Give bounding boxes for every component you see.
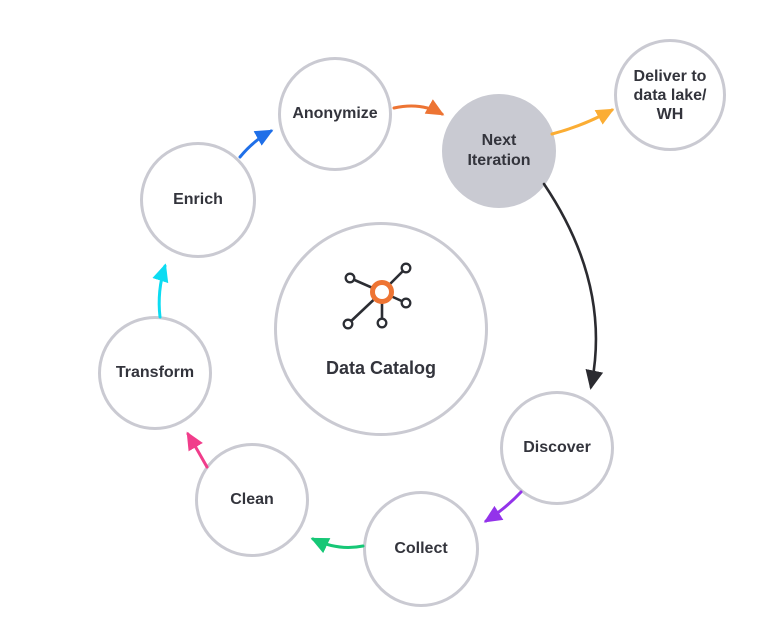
node-transform: Transform <box>98 316 212 430</box>
node-clean: Clean <box>195 443 309 557</box>
arrow-enrich-to-anonymize <box>238 129 274 159</box>
node-collect: Collect <box>363 491 479 607</box>
arrow-next-iteration-to-deliver <box>550 108 615 136</box>
node-discover: Discover <box>500 391 614 505</box>
node-deliver-label: Deliver to data lake/ WH <box>633 67 707 123</box>
node-next-iteration: Next Iteration <box>442 94 556 208</box>
arrow-clean-to-transform <box>186 431 209 469</box>
node-next-iteration-label: Next Iteration <box>467 132 531 169</box>
node-collect-label: Collect <box>394 540 448 557</box>
node-deliver-to-data-lake-wh: Deliver to data lake/ WH <box>614 39 726 151</box>
data-catalog-label: Data Catalog <box>325 358 437 378</box>
node-transform-label: Transform <box>115 364 195 381</box>
node-discover-label: Discover <box>523 439 591 456</box>
arrow-anonymize-to-next-iteration <box>392 99 445 116</box>
node-anonymize: Anonymize <box>278 57 392 171</box>
node-enrich-label: Enrich <box>173 191 223 208</box>
node-clean-label: Clean <box>230 491 274 508</box>
arrow-transform-to-enrich <box>152 263 169 319</box>
node-enrich: Enrich <box>140 142 256 258</box>
arrow-next-iteration-to-discover <box>542 182 604 390</box>
arrow-collect-to-clean <box>310 537 365 554</box>
node-data-catalog: Data Catalog <box>274 222 488 436</box>
arrow-discover-to-collect <box>483 490 523 523</box>
node-anonymize-label: Anonymize <box>292 105 378 122</box>
